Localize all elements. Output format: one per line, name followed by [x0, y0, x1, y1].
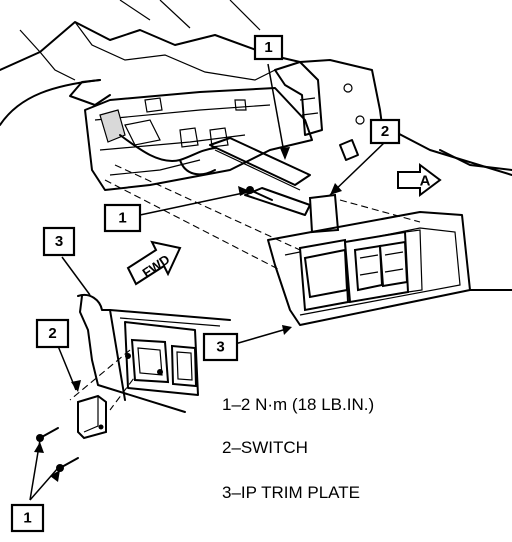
callout-left-2: 2	[35, 318, 70, 349]
screw-upper	[246, 186, 273, 201]
svg-text:1: 1	[118, 210, 126, 227]
callout-right-3: 3	[202, 332, 239, 362]
legend: 1–2 N·m (18 LB.IN.) 2–SWITCH 3–IP TRIM P…	[222, 395, 374, 502]
svg-text:1: 1	[23, 510, 31, 527]
callout-top-2: 2	[369, 118, 401, 145]
svg-text:1: 1	[264, 39, 272, 56]
legend-item-switch: 2–SWITCH	[222, 438, 308, 457]
instrument-panel-carrier	[0, 0, 512, 234]
svg-text:3: 3	[216, 339, 224, 356]
screws-lower	[36, 427, 79, 472]
view-a-arrow: A	[397, 163, 442, 197]
callout-bottom-1: 1	[10, 503, 45, 533]
svg-text:2: 2	[381, 123, 389, 140]
ip-trim-plate-exploded	[267, 149, 512, 326]
callout-top-1: 1	[253, 34, 284, 61]
detail-view-a	[77, 294, 231, 440]
legend-item-ip-trim-plate: 3–IP TRIM PLATE	[222, 483, 360, 502]
callout-mid-1: 1	[103, 203, 142, 233]
legend-item-torque: 1–2 N·m (18 LB.IN.)	[222, 395, 374, 414]
alignment-lines	[69, 164, 421, 411]
fwd-arrow: FWD	[126, 240, 182, 286]
leader-lines	[29, 63, 385, 501]
callout-left-3: 3	[42, 226, 76, 257]
view-a-label: A	[420, 173, 431, 190]
svg-text:2: 2	[48, 325, 56, 342]
svg-text:3: 3	[55, 233, 63, 250]
